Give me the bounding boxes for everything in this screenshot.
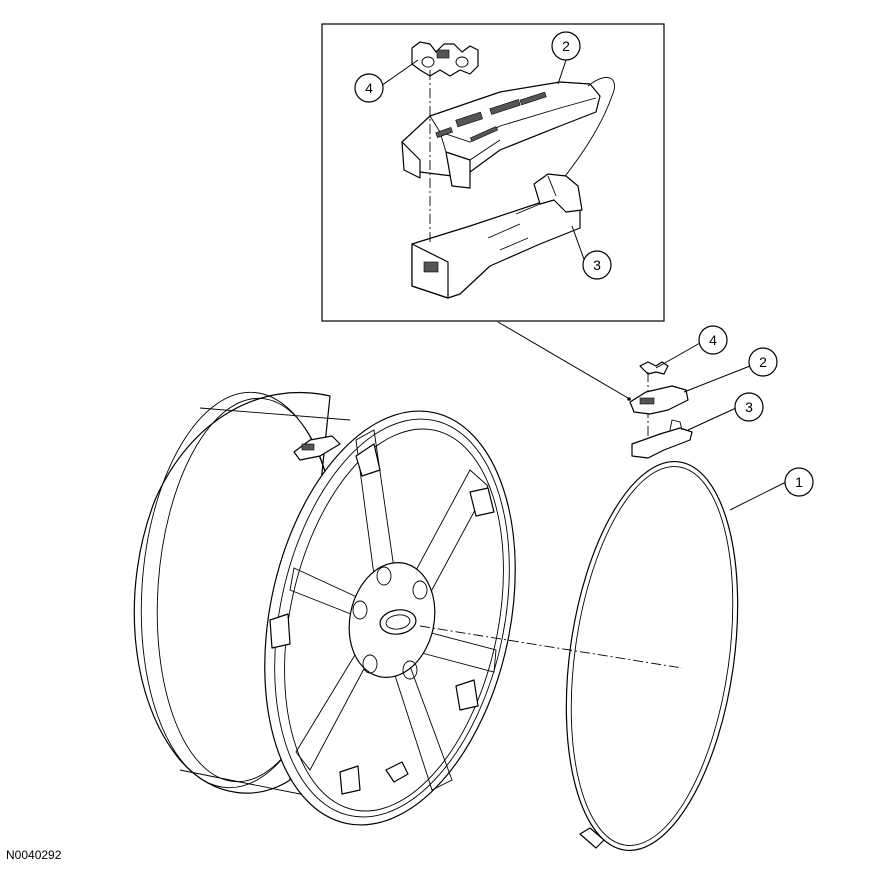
figure-id-label: N0040292: [6, 848, 62, 862]
center-axis-line: [419, 625, 683, 669]
callout-1: 1: [784, 467, 814, 497]
detail-inset: 4 2 3: [321, 23, 665, 322]
svg-text:2: 2: [562, 38, 570, 54]
tie-strap-part: 1: [565, 460, 814, 852]
callout-2-detail: 2: [551, 31, 581, 61]
detail-sensor-part: [401, 81, 601, 189]
callout-4-main: 4: [698, 325, 728, 355]
wheel-part: [133, 391, 516, 826]
callout-2-main: 2: [748, 347, 778, 377]
detail-frame: [321, 23, 665, 322]
svg-text:3: 3: [593, 257, 601, 273]
svg-text:2: 2: [759, 354, 767, 370]
small-sensor-part: [629, 385, 689, 415]
svg-text:3: 3: [745, 399, 753, 415]
detail-strap-loop: [555, 76, 615, 189]
detail-clip-part: [411, 41, 479, 77]
callout-3-detail: 3: [582, 250, 612, 280]
callout-4-detail: 4: [354, 73, 384, 103]
svg-text:4: 4: [709, 332, 717, 348]
svg-text:1: 1: [795, 474, 803, 490]
detail-pointer-line: [497, 321, 629, 399]
detail-bracket-part: [411, 173, 583, 299]
callout-3-main: 3: [734, 392, 764, 422]
svg-text:4: 4: [365, 80, 373, 96]
small-bracket-part: [631, 427, 693, 459]
small-assembly: 4 2 3: [629, 325, 778, 459]
